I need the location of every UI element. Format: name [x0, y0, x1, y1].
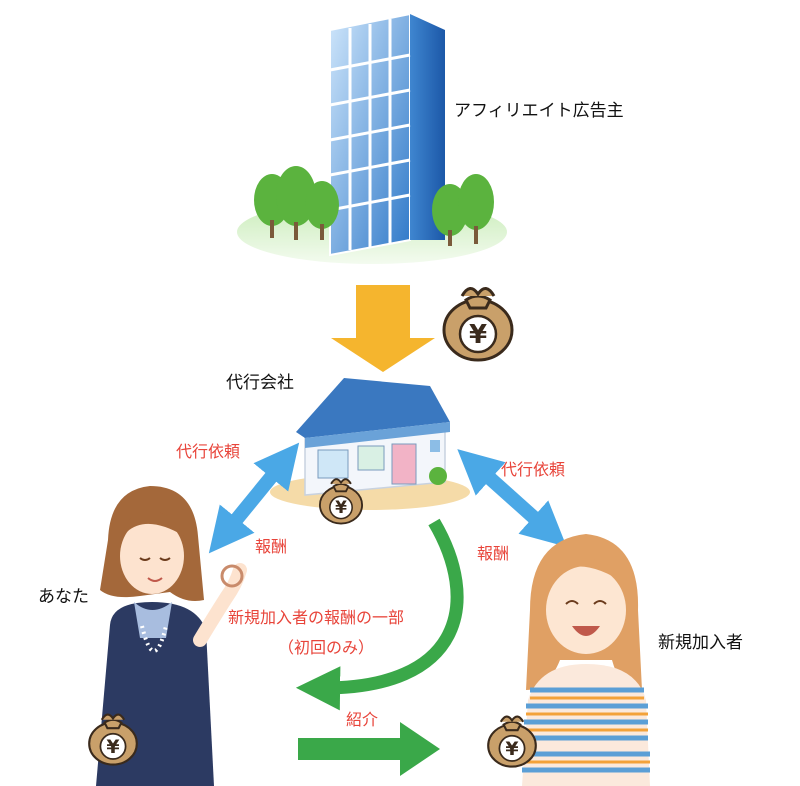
new-member-label: 新規加入者 [658, 633, 743, 653]
share-label: 新規加入者の報酬の一部 [228, 608, 405, 627]
request-right-label: 代行依頼 [501, 460, 566, 479]
office-building-illustration [237, 12, 507, 264]
agency-label: 代行会社 [226, 373, 294, 393]
yen-symbol: ¥ [335, 498, 347, 518]
reward-right-label: 報酬 [477, 544, 510, 563]
request-left-label: 代行依頼 [176, 442, 241, 461]
introduction-arrow [298, 722, 440, 776]
first-time-only-label: （初回のみ） [278, 638, 375, 657]
left-request-reward-arrow [208, 442, 300, 554]
reward-left-label: 報酬 [255, 537, 288, 556]
agency-shop-illustration [270, 378, 470, 510]
commission-share-arrow [295, 518, 464, 711]
payment-arrow-down [331, 285, 435, 372]
yen-symbol: ¥ [106, 736, 119, 758]
you-label: あなた [38, 587, 89, 607]
right-request-reward-arrow [457, 449, 567, 547]
girl-new-member-illustration [522, 534, 650, 786]
yen-symbol: ¥ [469, 320, 487, 350]
introduce-label: 紹介 [346, 710, 379, 729]
advertiser-label: アフィリエイト広告主 [454, 101, 624, 121]
yen-symbol: ¥ [505, 738, 518, 760]
